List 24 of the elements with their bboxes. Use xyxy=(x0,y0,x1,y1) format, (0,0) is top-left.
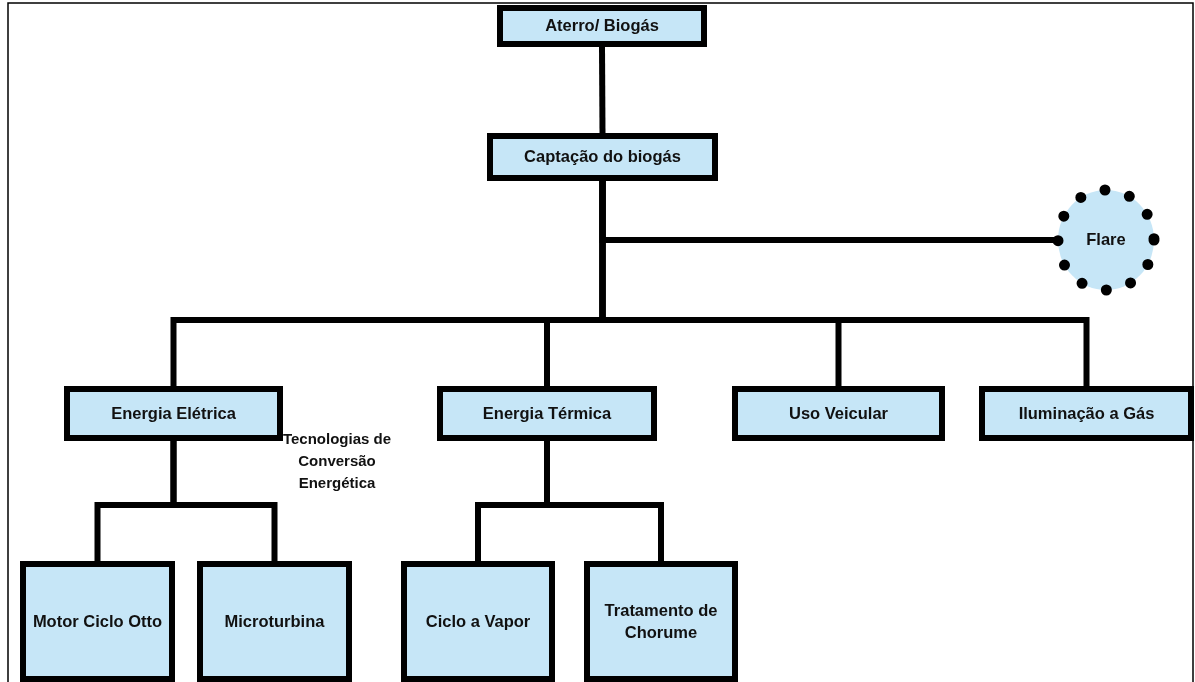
flare-ellipse xyxy=(1052,184,1160,296)
node-text: Energia Térmica xyxy=(482,402,612,424)
node-text: Iluminação a Gás xyxy=(1018,402,1155,424)
process-box xyxy=(20,561,175,682)
node-text: Aterro/ Biogás xyxy=(545,15,659,37)
process-box xyxy=(487,133,718,181)
node-text: Uso Veicular xyxy=(788,402,889,424)
connector-line xyxy=(544,438,664,564)
process-box xyxy=(64,386,283,441)
node-text: Captação do biogás xyxy=(524,146,681,168)
process-box xyxy=(197,561,352,682)
annotation-text: Tecnologias de Conversão Energética xyxy=(281,429,393,493)
node-text: Tratamento de Chorume xyxy=(603,600,719,643)
process-box xyxy=(584,561,738,682)
node-text: Motor Ciclo Otto xyxy=(32,610,163,632)
node-text: Energia Elétrica xyxy=(111,402,236,424)
node-text: Flare xyxy=(1086,229,1126,251)
process-box xyxy=(979,386,1194,441)
process-box xyxy=(437,386,657,441)
node-text: Ciclo a Vapor xyxy=(425,610,531,632)
process-box xyxy=(401,561,555,682)
process-box xyxy=(732,386,945,441)
node-text: Microturbina xyxy=(224,610,325,632)
process-box xyxy=(497,5,707,47)
